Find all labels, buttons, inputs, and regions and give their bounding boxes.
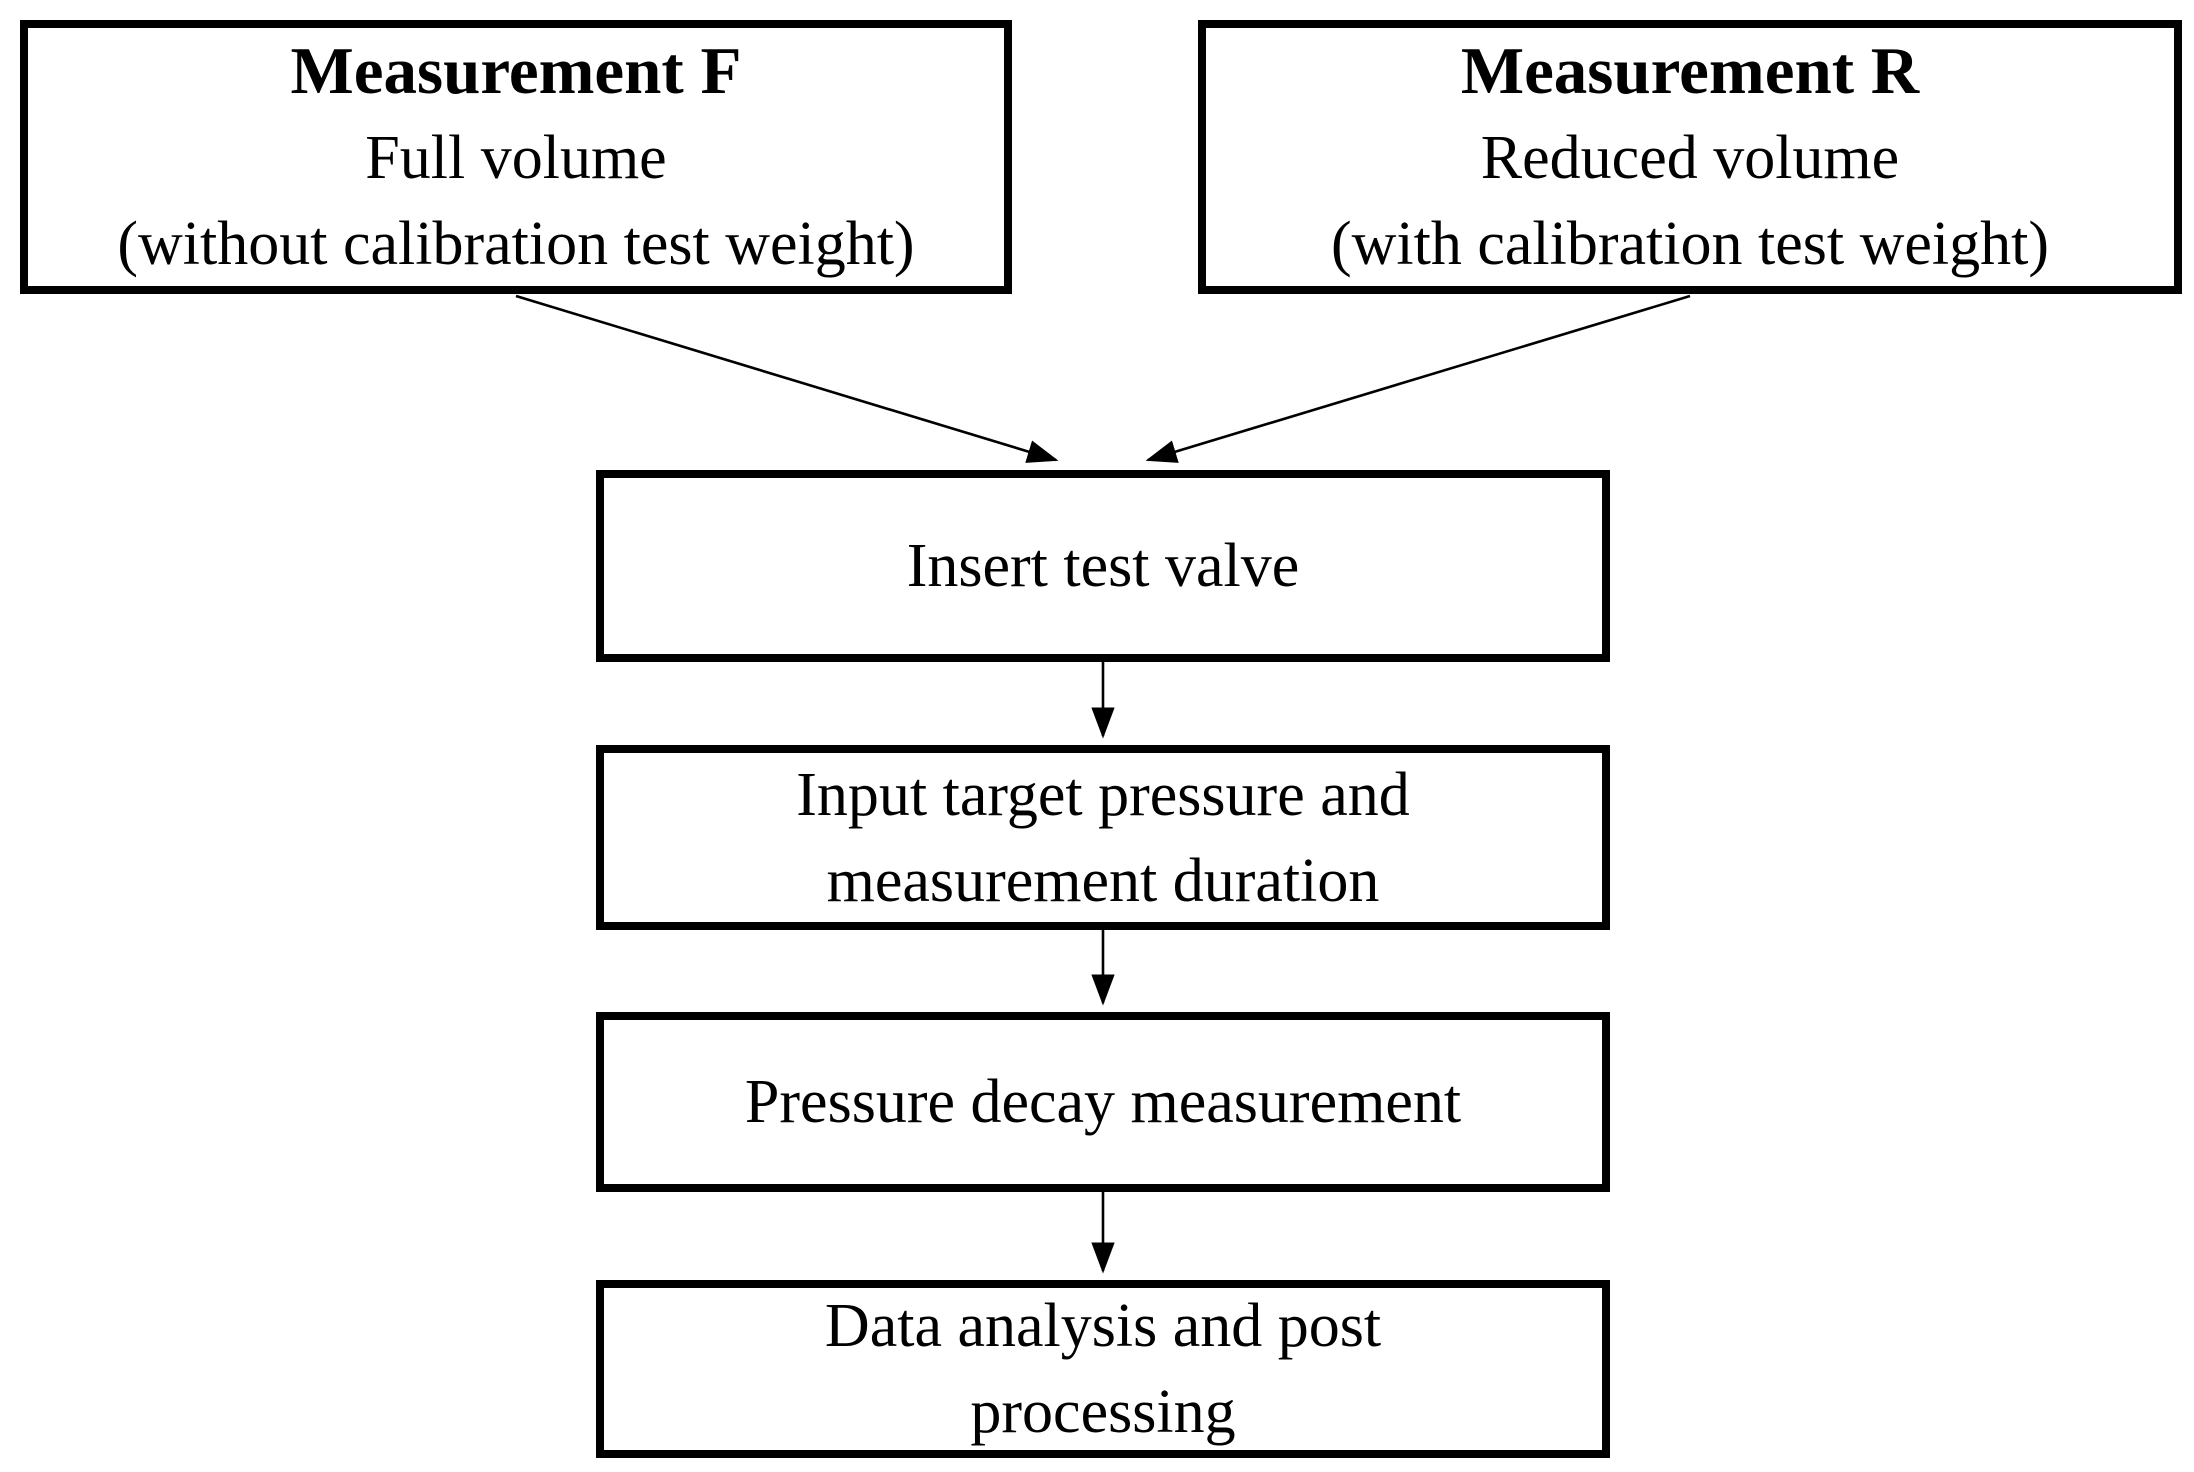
node-input-target-pressure-label-line1: Input target pressure and xyxy=(796,760,1410,829)
node-insert-test-valve-label: Insert test valve xyxy=(906,532,1300,600)
node-pressure-decay: Pressure decay measurement xyxy=(596,1012,1610,1192)
node-measurement-r: Measurement R Reduced volume (with calib… xyxy=(1198,20,2182,294)
edge-measurement-f-to-insert-test-valve xyxy=(515,294,1059,463)
node-measurement-r-note: (with calibration test weight) xyxy=(1331,210,2049,278)
node-insert-test-valve: Insert test valve xyxy=(596,470,1610,662)
node-input-target-pressure-label-line2: measurement duration xyxy=(826,846,1380,915)
node-measurement-f-note: (without calibration test weight) xyxy=(117,210,915,278)
node-measurement-f-title: Measurement F xyxy=(290,34,742,108)
node-input-target-pressure: Input target pressure and measurement du… xyxy=(596,745,1610,930)
node-measurement-r-title: Measurement R xyxy=(1460,34,1920,108)
node-data-analysis-label-line2: processing xyxy=(970,1378,1236,1446)
node-pressure-decay-label: Pressure decay measurement xyxy=(744,1068,1462,1136)
node-measurement-f-subtitle: Full volume xyxy=(365,124,667,192)
node-data-analysis-label-line1: Data analysis and post xyxy=(824,1292,1382,1360)
node-data-analysis: Data analysis and post processing xyxy=(596,1280,1610,1458)
node-measurement-r-subtitle: Reduced volume xyxy=(1480,124,1900,192)
node-measurement-f: Measurement F Full volume (without calib… xyxy=(20,20,1012,294)
edge-measurement-r-to-insert-test-valve xyxy=(1145,294,1691,463)
